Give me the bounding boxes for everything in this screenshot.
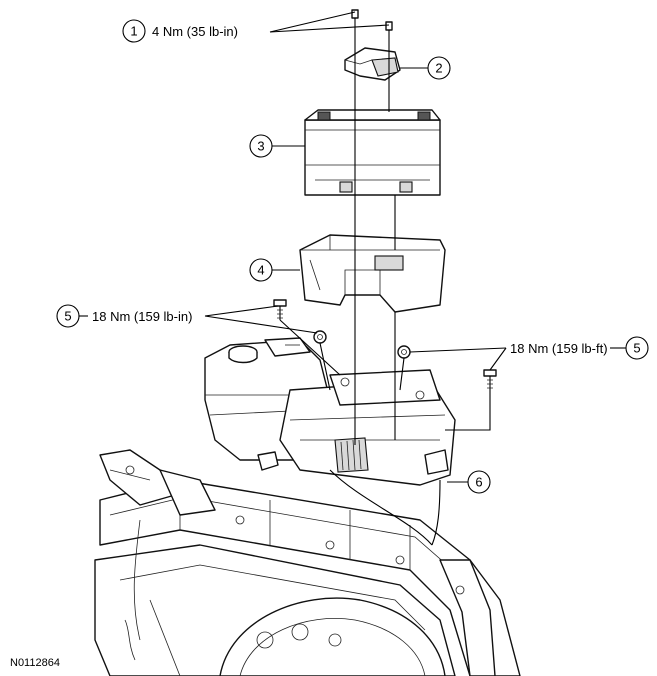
battery-holddown-frame <box>299 234 446 313</box>
callout-3: 3 <box>249 134 273 158</box>
battery <box>304 109 441 196</box>
callout-leaders <box>204 11 626 483</box>
vehicle-frame-structure <box>94 449 521 676</box>
callout-5-right-torque: 18 Nm (159 lb-ft) <box>510 341 608 356</box>
callout-6-number: 6 <box>475 475 482 490</box>
battery-tray <box>279 369 456 546</box>
callout-5-left: 5 18 Nm (159 lb-in) <box>56 304 192 328</box>
callout-2: 2 <box>427 56 451 80</box>
callout-5-right: 5 18 Nm (159 lb-ft) <box>510 336 649 360</box>
callout-6: 6 <box>467 470 491 494</box>
callout-1-torque: 4 Nm (35 lb-in) <box>152 24 238 39</box>
terminal-cover <box>344 47 401 81</box>
callout-5-left-torque: 18 Nm (159 lb-in) <box>92 309 192 324</box>
callout-5-left-number: 5 <box>64 309 71 324</box>
callout-4: 4 <box>249 258 273 282</box>
callout-2-number: 2 <box>435 61 442 76</box>
callout-1-number: 1 <box>130 24 137 39</box>
callout-5-right-number: 5 <box>633 341 640 356</box>
callout-1: 1 4 Nm (35 lb-in) <box>122 19 238 43</box>
callout-4-number: 4 <box>257 263 264 278</box>
callout-3-number: 3 <box>257 139 264 154</box>
fasteners <box>273 9 497 445</box>
figure-reference-id: N0112864 <box>10 657 60 669</box>
